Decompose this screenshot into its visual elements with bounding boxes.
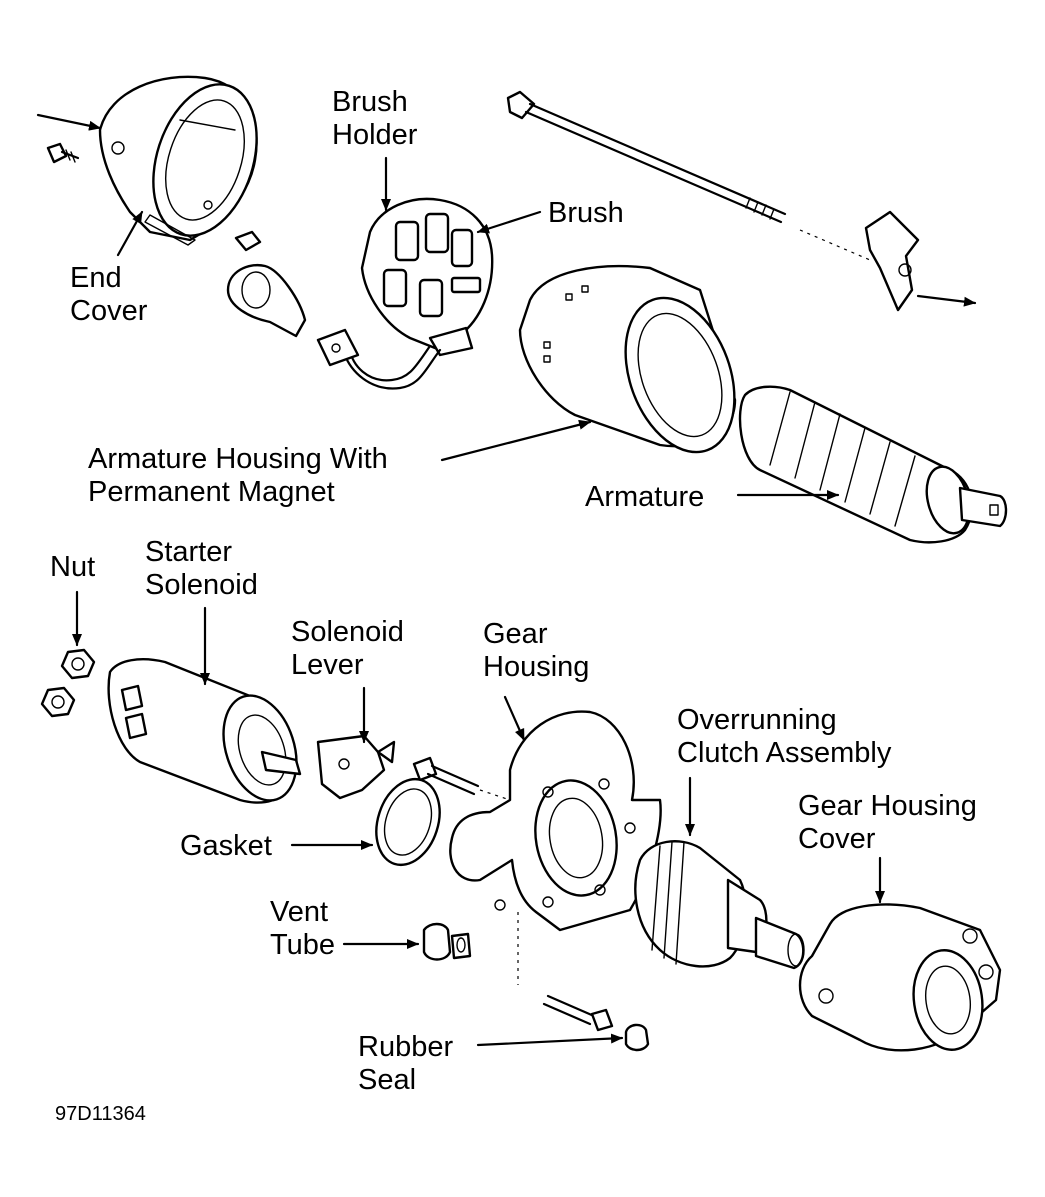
rubber-seal-arrow bbox=[476, 1033, 624, 1047]
nut-label: Nut bbox=[50, 551, 95, 583]
end-cover-label: End Cover bbox=[70, 262, 148, 327]
solenoid-lever-part bbox=[316, 734, 396, 800]
gear-housing-cover-label: Gear Housing Cover bbox=[798, 790, 985, 855]
gear-housing-bolt-part bbox=[412, 756, 511, 801]
overrunning-clutch-part bbox=[634, 840, 805, 970]
figure-code: 97D11364 bbox=[55, 1103, 146, 1125]
armature-housing-part bbox=[518, 265, 737, 454]
armature-label: Armature bbox=[585, 481, 704, 513]
gasket-label: Gasket bbox=[180, 830, 272, 862]
nut-part bbox=[40, 648, 96, 718]
small-clip bbox=[234, 230, 262, 252]
armature-part bbox=[738, 385, 1008, 544]
mounting-bracket-part bbox=[864, 210, 977, 312]
end-cover-arrow bbox=[116, 210, 144, 257]
solenoid-lever-label: Solenoid Lever bbox=[291, 616, 412, 681]
through-bolt-part bbox=[506, 90, 787, 224]
rubber-seal-part bbox=[624, 1023, 650, 1052]
brush-label: Brush bbox=[548, 197, 624, 229]
gear-housing-label: Gear Housing bbox=[483, 618, 589, 683]
starter-solenoid-part bbox=[107, 658, 302, 804]
brush-holder-label: Brush Holder bbox=[332, 86, 418, 151]
bushing-part bbox=[226, 263, 307, 338]
gear-housing-part bbox=[449, 710, 662, 932]
gear-housing-arrow bbox=[503, 695, 526, 742]
rubber-seal-label: Rubber Seal bbox=[358, 1031, 461, 1096]
armature-housing-label: Armature Housing With Permanent Magnet bbox=[88, 443, 396, 508]
end-cover-part bbox=[36, 75, 258, 246]
starter-solenoid-label: Starter Solenoid bbox=[145, 536, 258, 601]
vent-tube-label: Vent Tube bbox=[270, 896, 336, 961]
armature-housing-arrow bbox=[440, 419, 592, 462]
end-cover-screw bbox=[46, 142, 80, 164]
overrunning-clutch-label: Overrunning Clutch Assembly bbox=[677, 704, 892, 769]
gasket-part bbox=[375, 777, 441, 867]
brush-arrow bbox=[476, 210, 542, 234]
vent-tube-part bbox=[422, 922, 472, 961]
brush-holder-part bbox=[316, 197, 494, 390]
gear-housing-cover-part bbox=[798, 903, 1002, 1052]
lower-bolt-part bbox=[542, 994, 614, 1032]
